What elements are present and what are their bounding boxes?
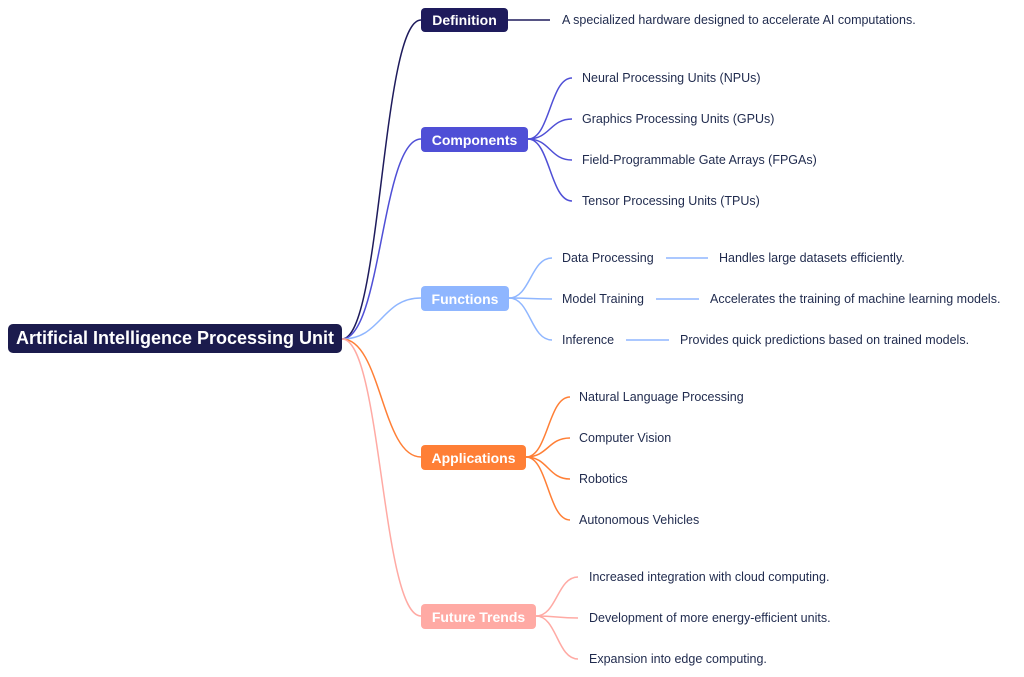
component-item: Tensor Processing Units (TPUs) xyxy=(582,194,760,208)
branch-future-trends: Future Trends xyxy=(421,604,536,629)
leaf-connector xyxy=(508,297,553,341)
function-detail: Accelerates the training of machine lear… xyxy=(710,292,1001,306)
function-item: Inference xyxy=(562,333,615,347)
function-detail: Provides quick predictions based on trai… xyxy=(680,333,970,347)
function-detail: Handles large datasets efficiently. xyxy=(719,251,905,265)
root-branch-connector xyxy=(341,338,422,617)
function-item: Model Training xyxy=(562,292,644,306)
application-item: Robotics xyxy=(579,472,628,486)
root-branch-connector xyxy=(341,297,422,340)
branch-applications: Applications xyxy=(421,445,526,470)
trend-item: Expansion into edge computing. xyxy=(589,652,767,666)
component-item: Graphics Processing Units (GPUs) xyxy=(582,112,775,126)
component-item: Field-Programmable Gate Arrays (FPGAs) xyxy=(582,153,817,167)
leaf-connector xyxy=(527,138,573,161)
leaf-connector xyxy=(525,396,571,458)
leaf-connector xyxy=(535,615,579,660)
application-item: Computer Vision xyxy=(579,431,672,445)
trend-item: Development of more energy-efficient uni… xyxy=(589,611,831,625)
branch-components: Components xyxy=(421,127,528,152)
root-node: Artificial Intelligence Processing Unit xyxy=(8,324,342,353)
leaf-connector xyxy=(525,456,571,480)
root-branch-connector xyxy=(341,338,422,458)
root-branch-connector xyxy=(341,19,422,340)
leaf-connector xyxy=(525,437,571,458)
trend-item: Increased integration with cloud computi… xyxy=(589,570,830,584)
root-branch-connector xyxy=(341,138,422,340)
branch-definition: Definition xyxy=(421,8,508,32)
definition-text: A specialized hardware designed to accel… xyxy=(562,13,916,27)
branch-functions: Functions xyxy=(421,286,509,311)
application-item: Autonomous Vehicles xyxy=(579,513,700,527)
leaf-connector xyxy=(527,118,573,140)
leaf-connector xyxy=(527,138,573,202)
function-item: Data Processing xyxy=(562,251,654,265)
component-item: Neural Processing Units (NPUs) xyxy=(582,71,761,85)
leaf-connector xyxy=(525,456,571,521)
leaf-connector xyxy=(527,77,573,140)
leaf-connector xyxy=(508,257,553,299)
application-item: Natural Language Processing xyxy=(579,390,744,404)
leaf-connector xyxy=(535,576,579,617)
